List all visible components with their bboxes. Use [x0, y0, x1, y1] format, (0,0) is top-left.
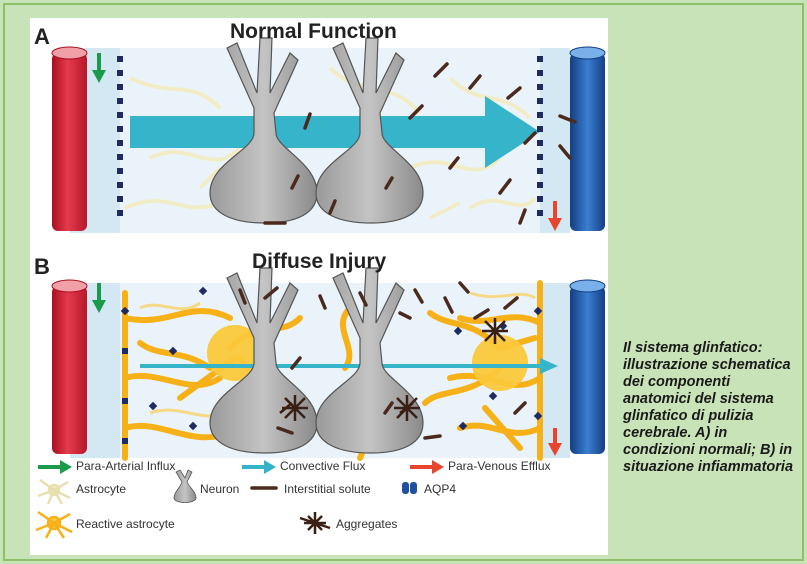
- panel-a: [52, 38, 605, 233]
- neuron-icon: [174, 470, 196, 503]
- panel-b-title: Diffuse Injury: [252, 250, 386, 274]
- diagram-svg: [30, 18, 608, 555]
- efflux-legend-arrow: [410, 460, 444, 474]
- astrocyte-icon: [38, 480, 70, 504]
- glymphatic-figure: A Normal Function B Diffuse Injury Para-…: [30, 18, 608, 555]
- figure-caption: Il sistema glinfatico: illustrazione sch…: [623, 340, 798, 476]
- legend-aqp4-label: AQP4: [424, 482, 456, 496]
- influx-legend-arrow: [38, 460, 72, 474]
- legend-neuron-label: Neuron: [200, 482, 239, 496]
- legend-astrocyte-label: Astrocyte: [76, 482, 126, 496]
- panel-b-letter: B: [34, 254, 50, 280]
- reactive-astrocyte-icon: [36, 512, 72, 538]
- aggregates-icon: [300, 512, 330, 534]
- legend-reactive-astrocyte-label: Reactive astrocyte: [76, 517, 175, 531]
- panel-a-title: Normal Function: [230, 20, 397, 44]
- aqp4-icon: [402, 482, 417, 494]
- legend-aggregates-label: Aggregates: [336, 517, 397, 531]
- convective-legend-arrow: [242, 460, 276, 474]
- legend-solute-label: Interstitial solute: [284, 482, 371, 496]
- legend-convective-label: Convective Flux: [280, 459, 365, 473]
- legend-efflux-label: Para-Venous Efflux: [448, 459, 551, 473]
- legend-influx-label: Para-Arterial Influx: [76, 459, 175, 473]
- panel-b: [52, 268, 605, 458]
- panel-a-letter: A: [34, 24, 50, 50]
